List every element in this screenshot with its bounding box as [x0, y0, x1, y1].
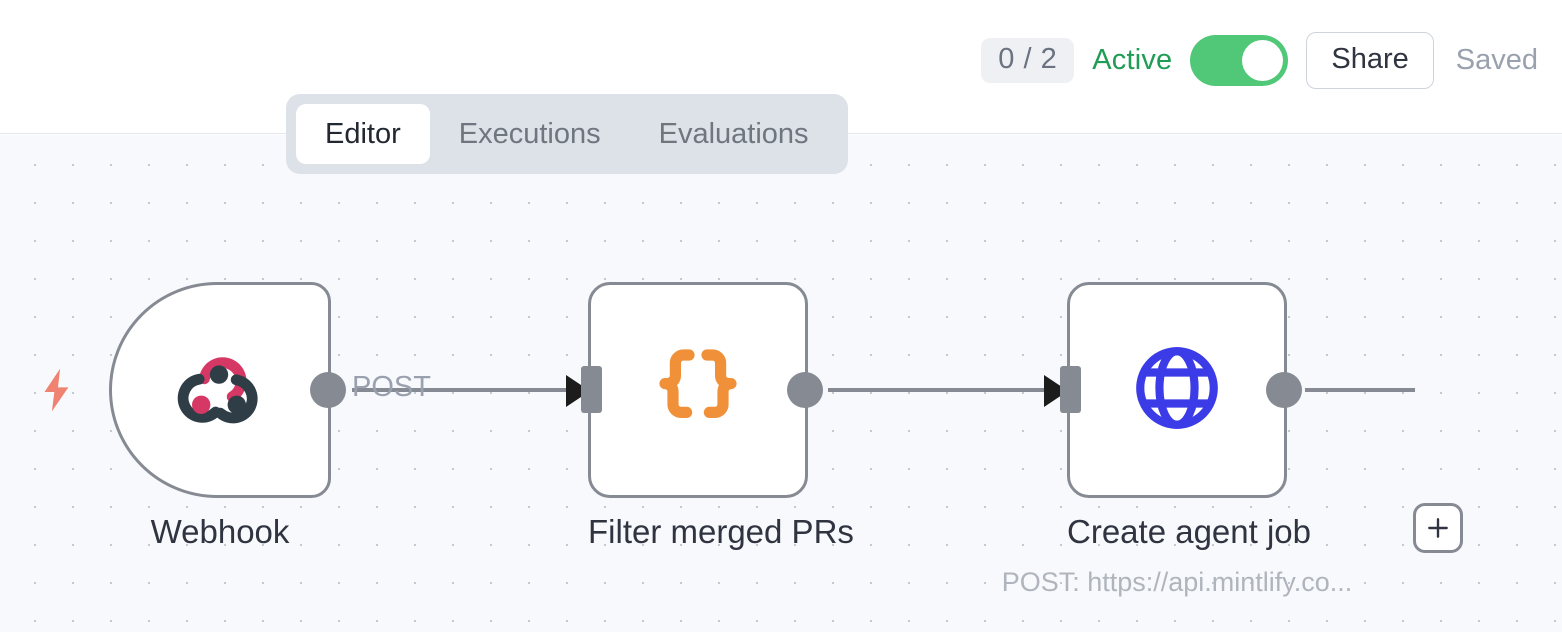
plus-icon: [1428, 518, 1448, 538]
node-webhook-output-handle[interactable]: [310, 372, 346, 408]
tab-evaluations[interactable]: Evaluations: [658, 117, 809, 150]
share-button[interactable]: Share: [1306, 31, 1434, 89]
node-filter-input-handle[interactable]: [581, 366, 602, 413]
workflow-status-label: Active: [1092, 43, 1173, 76]
node-filter-label: Filter merged PRs: [588, 513, 854, 550]
edge-filter-to-http[interactable]: [828, 388, 1046, 392]
node-filter-output-handle[interactable]: [787, 372, 823, 408]
workflow-active-toggle[interactable]: [1190, 34, 1289, 86]
node-http-output-handle[interactable]: [1266, 372, 1302, 408]
tab-executions[interactable]: Executions: [458, 117, 601, 150]
edge-http-to-add[interactable]: [1305, 388, 1415, 392]
view-tabs: Editor Executions Evaluations: [286, 94, 848, 174]
header-actions: 0 / 2 Active Share Saved: [981, 0, 1538, 120]
edge-webhook-to-filter[interactable]: [352, 388, 574, 392]
node-http-label: Create agent job: [1067, 513, 1312, 550]
tab-editor[interactable]: Editor: [296, 104, 430, 164]
globe-icon: [1128, 339, 1226, 442]
node-http-input-handle[interactable]: [1060, 366, 1081, 413]
node-filter-merged-prs[interactable]: [581, 282, 823, 498]
lightning-bolt-icon: [36, 367, 76, 413]
node-http-sublabel: POST: https://api.mintlify.co...: [1001, 567, 1353, 597]
webhook-icon: [172, 340, 268, 441]
node-webhook[interactable]: [109, 282, 346, 498]
toggle-knob: [1242, 39, 1284, 81]
node-webhook-label: Webhook: [150, 513, 290, 550]
edge-label-post: POST: [352, 371, 431, 403]
run-count-badge: 0 / 2: [981, 37, 1075, 83]
node-create-agent-job[interactable]: [1060, 282, 1302, 498]
json-braces-icon: [646, 336, 750, 445]
add-node-button[interactable]: [1413, 503, 1463, 553]
workflow-canvas[interactable]: Webhook POST Filter merged PRs: [0, 135, 1562, 632]
saved-status-label: Saved: [1455, 43, 1538, 76]
